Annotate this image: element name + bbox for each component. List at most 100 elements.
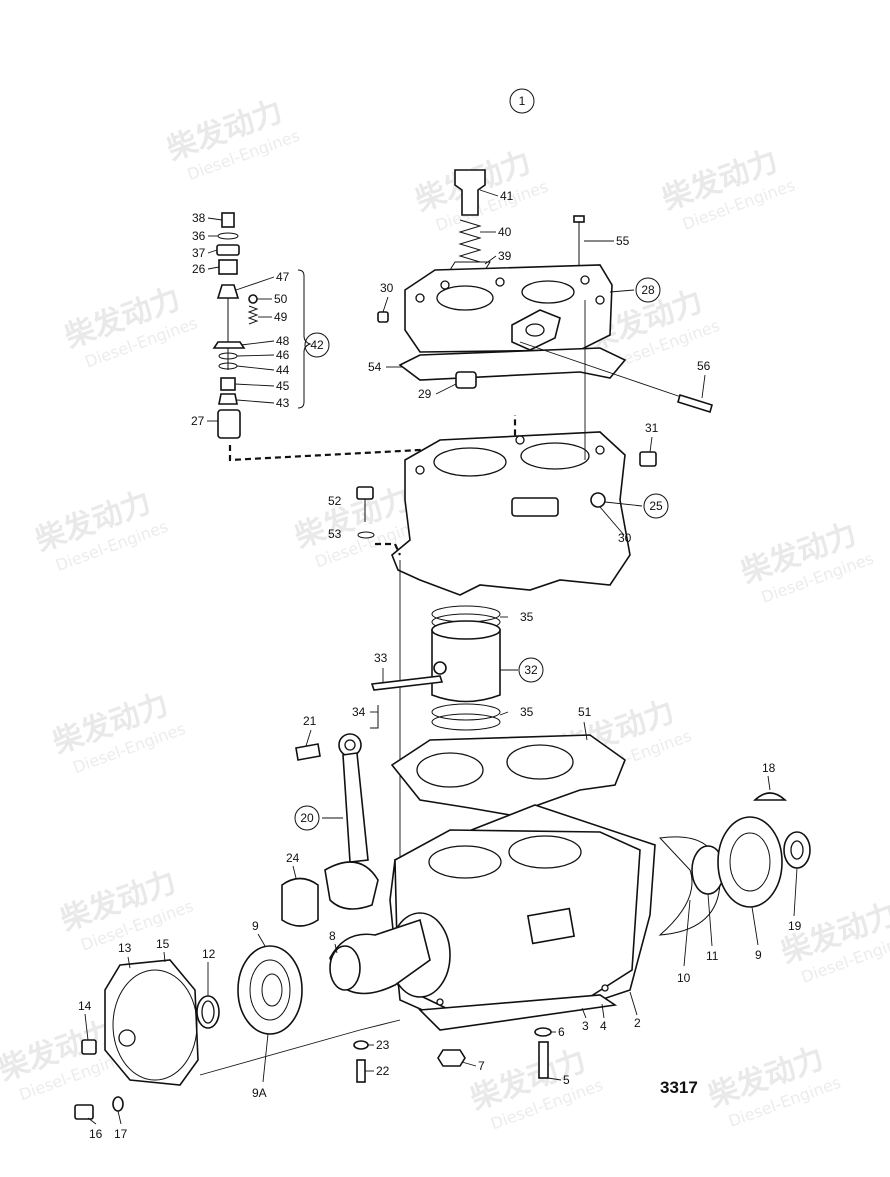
screw-30	[377, 311, 389, 323]
assembly-line-bottom	[199, 1029, 361, 1076]
bearing-9-inner	[249, 959, 291, 1021]
callout-7: 7	[478, 1059, 485, 1073]
pin-33	[370, 675, 444, 691]
bolt-hole	[595, 295, 605, 305]
bolt-hole	[495, 277, 505, 287]
gasket-3	[418, 994, 618, 1031]
dashed-assembly-line	[228, 415, 517, 462]
callout-49: 49	[274, 310, 288, 324]
bolt-hole	[436, 998, 444, 1006]
callout-9a: 9A	[252, 1086, 267, 1100]
callout-12: 12	[202, 947, 216, 961]
gasket-hole-1	[416, 752, 484, 788]
bolt-hole	[595, 445, 605, 455]
callout-20-circle	[294, 805, 320, 831]
callouts: 1 38 36 37 26 47 50 49 48 46 44 45 43 27…	[78, 94, 802, 1141]
callout-44: 44	[276, 363, 290, 377]
bolt-hole	[415, 465, 425, 475]
washer-23	[353, 1040, 369, 1050]
figure-number: 3317	[660, 1078, 698, 1097]
drawing	[74, 88, 811, 1125]
bolt-55-head	[573, 215, 585, 223]
callout-25: 25	[649, 499, 663, 513]
bolt-hole	[580, 275, 590, 285]
view-marker-label: 1	[519, 94, 526, 108]
pin-56	[677, 393, 713, 414]
callout-28-circle	[635, 277, 661, 303]
circlip-34	[370, 705, 379, 729]
callout-19: 19	[788, 919, 802, 933]
callout-52: 52	[328, 494, 342, 508]
callout-32: 32	[524, 663, 538, 677]
end-cover-center	[118, 1029, 136, 1047]
conrod-big-end	[324, 861, 379, 910]
callout-21: 21	[303, 714, 317, 728]
callout-35-top: 35	[520, 610, 534, 624]
callout-6: 6	[558, 1025, 565, 1039]
ring-36	[217, 232, 239, 240]
gasket-hole-2	[506, 744, 574, 780]
callout-51: 51	[578, 705, 592, 719]
callout-32-circle	[518, 657, 544, 683]
ring-35-bottom-2	[431, 713, 501, 731]
leader-lines	[84, 189, 798, 1125]
connecting-rod	[281, 733, 379, 927]
valve-assembly	[212, 212, 517, 462]
callout-46: 46	[276, 348, 290, 362]
callout-17: 17	[114, 1127, 128, 1141]
bolt-16	[74, 1104, 94, 1120]
bolt-hole	[415, 293, 425, 303]
plug-31	[639, 451, 657, 467]
part-26	[218, 259, 238, 275]
callout-9-left: 9	[252, 919, 259, 933]
gasket-54	[398, 347, 627, 381]
callout-11: 11	[706, 949, 719, 963]
callout-16: 16	[89, 1127, 103, 1141]
nut-19-bore	[790, 840, 804, 860]
callout-43: 43	[276, 396, 290, 410]
plug-14	[81, 1039, 97, 1055]
callout-47: 47	[276, 270, 290, 284]
callout-40: 40	[498, 225, 512, 239]
washer-53	[357, 531, 375, 539]
callout-30b: 30	[618, 531, 632, 545]
head-bore-2	[521, 280, 575, 304]
callout-42: 42	[310, 338, 324, 352]
block-port	[511, 497, 559, 517]
plate-48	[212, 341, 246, 349]
nut-7	[437, 1049, 466, 1067]
callout-34: 34	[352, 705, 366, 719]
conrod-small-end-bore	[344, 739, 356, 751]
sleeve-27	[217, 409, 241, 439]
callout-55: 55	[616, 234, 630, 248]
callout-15: 15	[156, 937, 170, 951]
part-43	[218, 393, 238, 405]
bolt-52-head	[356, 486, 374, 500]
callout-10: 10	[677, 971, 691, 985]
bearing-9-right-inner	[729, 832, 771, 892]
nut-37	[216, 244, 240, 256]
name-plate	[526, 907, 576, 945]
key-18	[752, 792, 788, 801]
callout-29: 29	[418, 387, 432, 401]
ring-35-bottom	[431, 703, 501, 721]
callout-3: 3	[582, 1019, 589, 1033]
bearing-9-outer	[237, 945, 303, 1035]
bushing-21	[295, 743, 321, 761]
callout-33: 33	[374, 651, 388, 665]
callout-48: 48	[276, 334, 290, 348]
head-bore-1	[436, 285, 494, 311]
gasket-51	[390, 734, 626, 816]
crankcase	[389, 804, 656, 1031]
callout-39: 39	[498, 249, 512, 263]
callout-36: 36	[192, 229, 206, 243]
crankcase-bore-1	[428, 845, 502, 879]
block-body-25	[391, 431, 631, 596]
o-ring-12-bore	[201, 1000, 215, 1024]
callout-4: 4	[600, 1019, 607, 1033]
end-cover-body	[104, 959, 199, 1086]
callout-2: 2	[634, 1016, 641, 1030]
bearing-9-left	[237, 945, 303, 1035]
callout-8: 8	[329, 929, 336, 943]
callout-38: 38	[192, 211, 206, 225]
